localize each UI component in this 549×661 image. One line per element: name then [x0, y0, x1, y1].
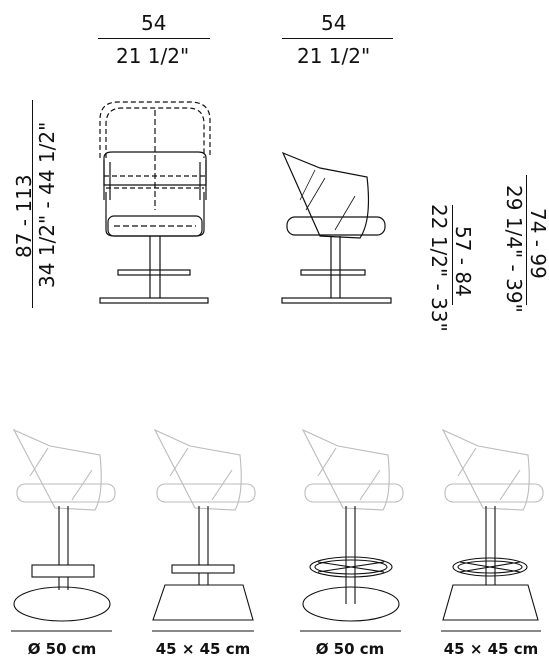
variant-2-label: 45 × 45 cm — [155, 640, 251, 658]
side-width-cm: 54 — [321, 11, 347, 35]
total-height-divider — [32, 100, 33, 308]
side-width-in: 21 1/2" — [297, 44, 371, 68]
variant-4 — [441, 428, 544, 621]
variant-4-label: 45 × 45 cm — [443, 640, 539, 658]
front-view-chair — [99, 101, 211, 304]
back-height-divider — [526, 175, 527, 305]
variant-3 — [301, 428, 404, 622]
variant-2 — [152, 428, 256, 621]
front-width-divider — [98, 38, 210, 39]
side-view-chair — [281, 151, 392, 304]
seat-height-divider — [452, 205, 453, 305]
variant-3-label: Ø 50 cm — [315, 640, 385, 658]
side-width-divider — [282, 38, 393, 39]
front-width-cm: 54 — [141, 11, 167, 35]
front-width-in: 21 1/2" — [116, 44, 190, 68]
variant-1 — [12, 428, 116, 622]
variant-1-label: Ø 50 cm — [27, 640, 97, 658]
